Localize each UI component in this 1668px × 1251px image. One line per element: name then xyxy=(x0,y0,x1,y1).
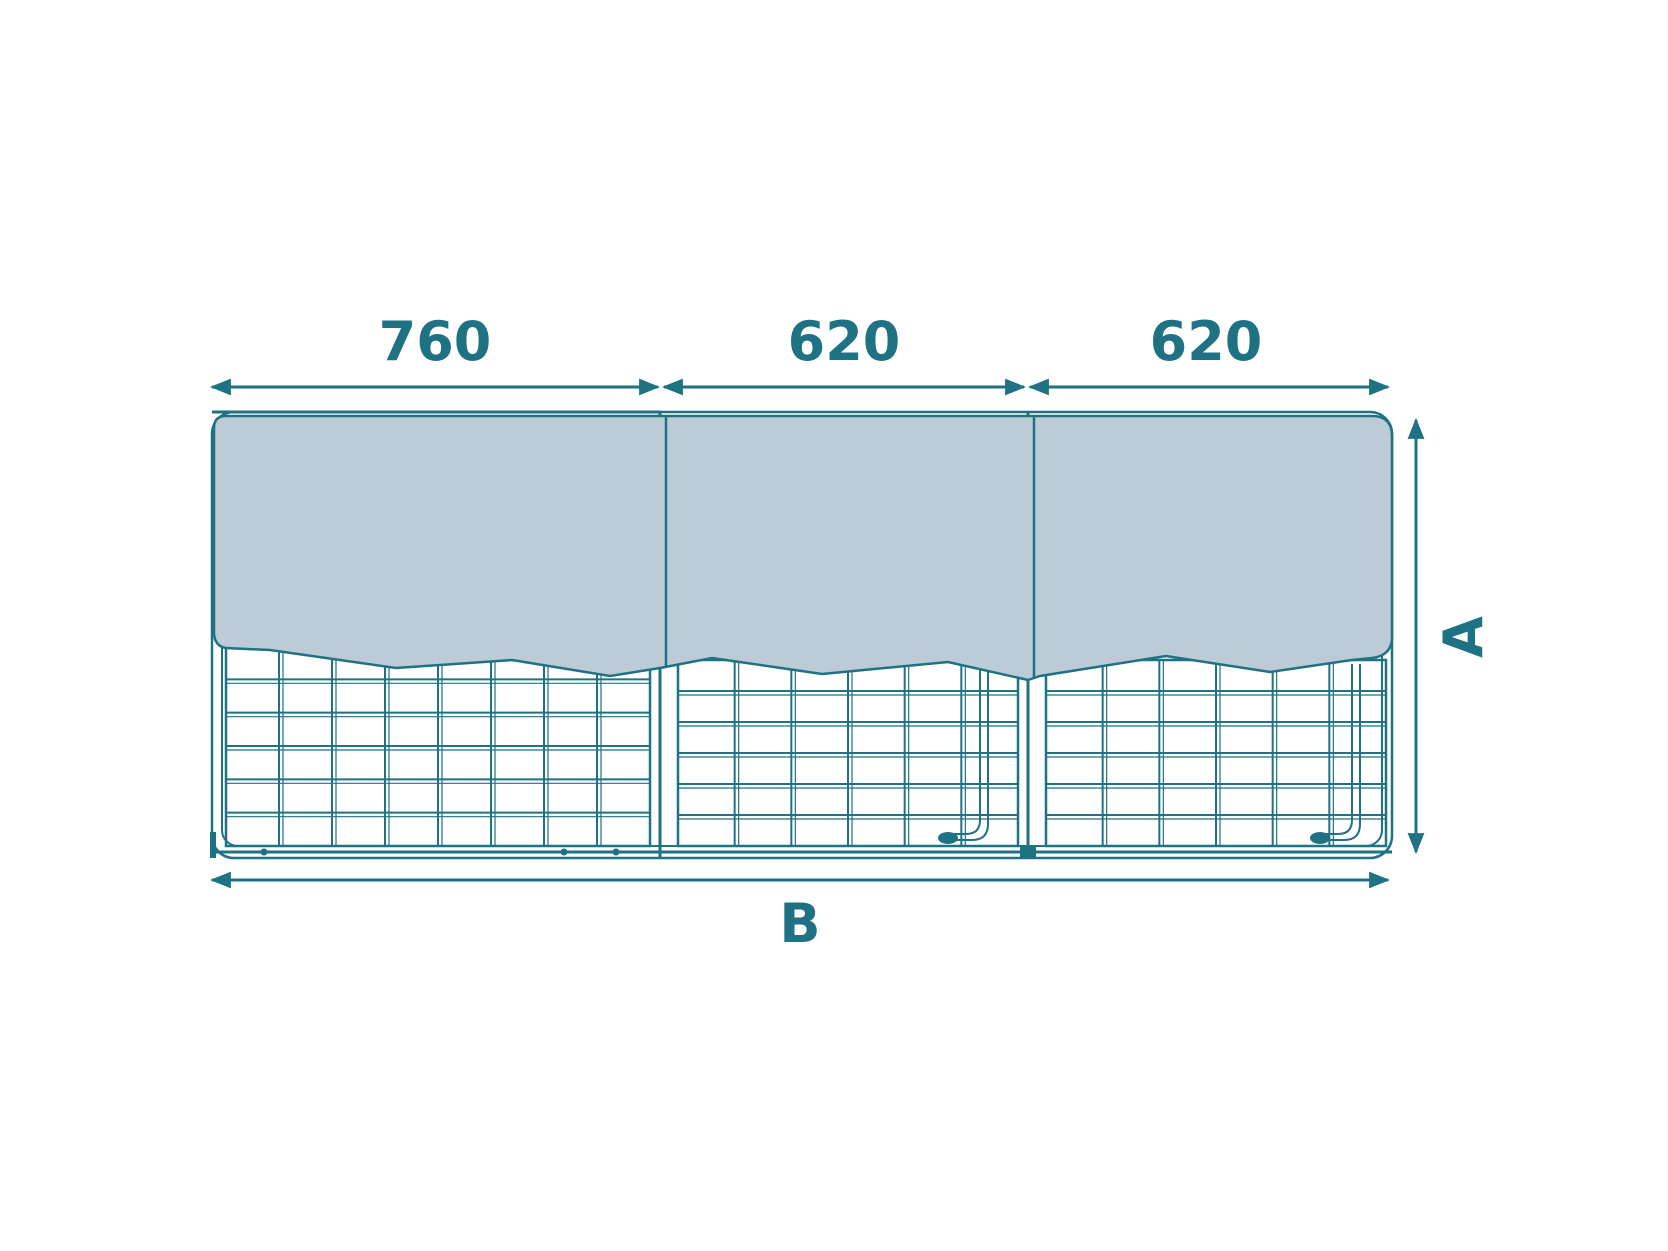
door-hinge-3 xyxy=(1320,664,1353,835)
dimension-label-760: 760 xyxy=(379,310,492,373)
fitting-dot-3 xyxy=(612,848,620,856)
door-hinge-2b xyxy=(950,664,989,841)
basket-1 xyxy=(224,644,652,848)
dimension-label-620-b: 620 xyxy=(1150,310,1263,373)
divider-foot xyxy=(1020,846,1036,858)
hinge-knob-3 xyxy=(1310,832,1330,844)
dimension-label-620-a: 620 xyxy=(788,310,901,373)
basket-3 xyxy=(1044,658,1388,848)
fitting-dot-1 xyxy=(260,848,268,856)
basket-2 xyxy=(676,658,1020,848)
corner-foot xyxy=(210,832,216,858)
fitting-dot-2 xyxy=(560,848,568,856)
door-hinge-3b xyxy=(1322,664,1361,841)
door-hinge-2 xyxy=(948,664,981,835)
hinge-knob-2 xyxy=(938,832,958,844)
cover-sheet xyxy=(212,414,1394,682)
dimension-label-b: B xyxy=(779,892,820,955)
dimension-label-a: A xyxy=(1432,616,1495,658)
fittings xyxy=(260,664,1361,856)
